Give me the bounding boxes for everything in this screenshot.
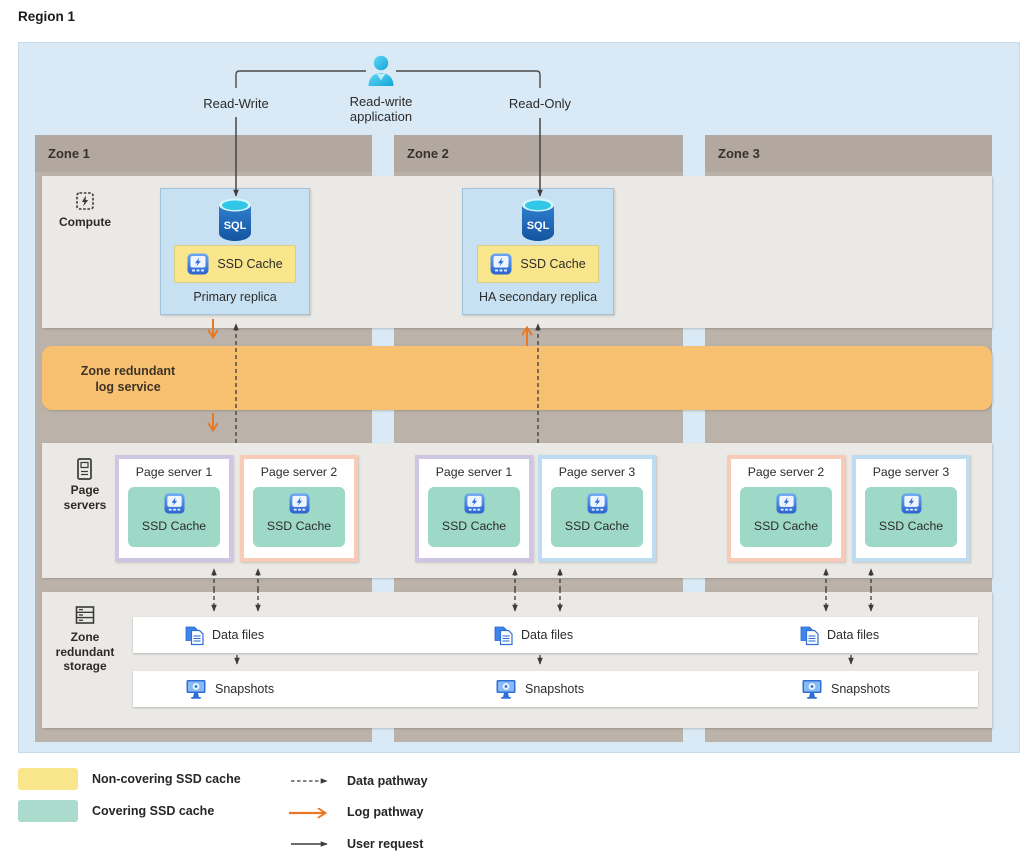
page-server-box: Page server 3 SSD Cache [852,455,970,562]
log-service-label: Zone redundant log service [80,364,176,394]
zone-redundant-storage-band [42,592,992,728]
covering-ssd-cache: SSD Cache [865,487,957,547]
ssd-cache-label: SSD Cache [520,257,586,271]
primary-replica-box: SQL SSD Cache Primary replica [160,188,310,315]
non-covering-ssd-cache: SSD Cache [477,245,599,283]
data-files-item: Data files [800,617,879,653]
data-files-icon [800,626,819,645]
sql-icon-label: SQL [224,220,247,232]
snapshots-icon [802,680,822,699]
ssd-disk-icon [288,493,310,514]
non-covering-ssd-cache: SSD Cache [174,245,296,283]
page-server-box: Page server 2 SSD Cache [240,455,358,562]
legend-swatch-non-covering [18,768,78,790]
sql-database-icon: SQL [522,198,554,241]
snapshots-item: Snapshots [495,671,584,707]
snapshots-item: Snapshots [185,671,274,707]
storage-icon [75,606,95,624]
covering-ssd-cache: SSD Cache [128,487,220,547]
legend-swatch-covering [18,800,78,822]
snapshots-bar: Snapshots Snapshots Snapshots [133,671,978,707]
ssd-disk-icon [775,493,797,514]
ssd-disk-icon [163,493,185,514]
covering-ssd-cache: SSD Cache [428,487,520,547]
zone-redundant-storage-label: Zone redundant storage [55,630,115,673]
ssd-disk-icon [463,493,485,514]
legend-user-request-label: User request [347,837,424,851]
data-files-icon [494,626,513,645]
page-server-box: Page server 3 SSD Cache [538,455,656,562]
legend-covering-label: Covering SSD cache [92,804,215,818]
zone-redundant-log-service-bar [42,346,992,410]
ssd-cache-label: SSD Cache [217,257,283,271]
covering-ssd-cache: SSD Cache [551,487,643,547]
ssd-disk-icon [586,493,608,514]
data-files-item: Data files [494,617,573,653]
user-application-icon [368,55,394,86]
snapshots-icon [496,680,516,699]
legend-log-pathway-label: Log pathway [347,805,424,819]
read-write-label: Read-Write [203,96,269,111]
ssd-disk-icon [187,253,209,275]
data-files-bar: Data files Data files Data files [133,617,978,653]
sql-icon-label: SQL [527,220,550,232]
zone-2-header: Zone 2 [394,135,683,172]
ssd-disk-icon [490,253,512,275]
region-label: Region 1 [18,9,76,24]
legend-non-covering-label: Non-covering SSD cache [92,772,241,786]
zone-3-header: Zone 3 [705,135,992,172]
primary-replica-title: Primary replica [193,290,277,304]
page-server-box: Page server 2 SSD Cache [727,455,845,562]
legend-data-pathway-label: Data pathway [347,774,428,788]
data-files-icon [185,626,204,645]
covering-ssd-cache: SSD Cache [253,487,345,547]
ssd-disk-icon [900,493,922,514]
ha-secondary-replica-title: HA secondary replica [478,290,598,304]
ha-secondary-replica-box: SQL SSD Cache HA secondary replica [462,188,614,315]
data-files-item: Data files [185,617,264,653]
compute-chip-icon [76,192,94,210]
covering-ssd-cache: SSD Cache [740,487,832,547]
sql-database-icon: SQL [219,198,251,241]
page-servers-label: Page servers [63,483,107,512]
compute-label: Compute [59,215,111,229]
page-server-icon [77,458,92,480]
page-server-box: Page server 1 SSD Cache [115,455,233,562]
read-write-application-label: Read-write application [349,94,413,124]
read-only-label: Read-Only [508,96,572,111]
zone-1-header: Zone 1 [35,135,372,172]
snapshots-item: Snapshots [801,671,890,707]
page-server-box: Page server 1 SSD Cache [415,455,533,562]
snapshots-icon [186,680,206,699]
